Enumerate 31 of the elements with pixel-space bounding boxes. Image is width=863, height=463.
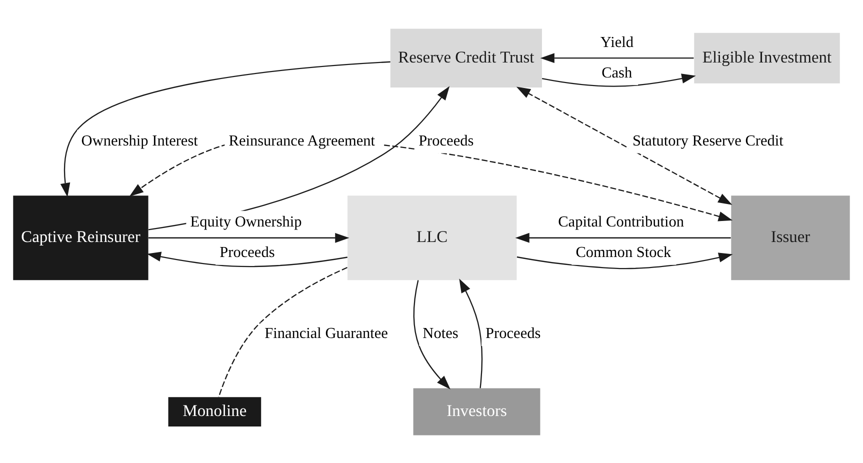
- node-box: Investors: [413, 388, 540, 435]
- edge-label: Statutory Reserve Credit: [632, 132, 784, 150]
- connector: [218, 266, 348, 397]
- arrow: [542, 73, 696, 86]
- edge-label: Cash: [602, 64, 632, 81]
- node-box: Reserve Credit Trust: [390, 28, 542, 87]
- arrow: [413, 280, 450, 389]
- arrow: [540, 52, 694, 63]
- arrow: [459, 278, 483, 388]
- arrow: [516, 86, 732, 204]
- arrow: [515, 232, 731, 242]
- edge-label: Equity Ownership: [190, 213, 302, 230]
- edge-label: Proceeds: [418, 132, 474, 150]
- node-box: Monoline: [168, 396, 262, 426]
- edge-label: Common Stock: [576, 244, 672, 261]
- arrow: [148, 232, 350, 242]
- edge-label: Financial Guarantee: [264, 324, 388, 342]
- edge-label: Reinsurance Agreement: [228, 132, 376, 150]
- node-box: Captive Reinsurer: [13, 195, 148, 280]
- edge-label: Proceeds: [486, 324, 541, 342]
- edge-label: Yield: [600, 33, 634, 50]
- node-box: LLC: [347, 195, 517, 280]
- arrow: [60, 60, 390, 197]
- edge-label: Ownership Interest: [81, 132, 198, 150]
- edge-label: Capital Contribution: [558, 213, 684, 230]
- edge-label: Proceeds: [220, 244, 275, 261]
- arrow: [146, 251, 348, 267]
- node-box: Eligible Investment: [694, 32, 840, 83]
- node-box: Issuer: [731, 195, 850, 280]
- arrow: [516, 252, 733, 269]
- edge-label: Notes: [422, 324, 458, 342]
